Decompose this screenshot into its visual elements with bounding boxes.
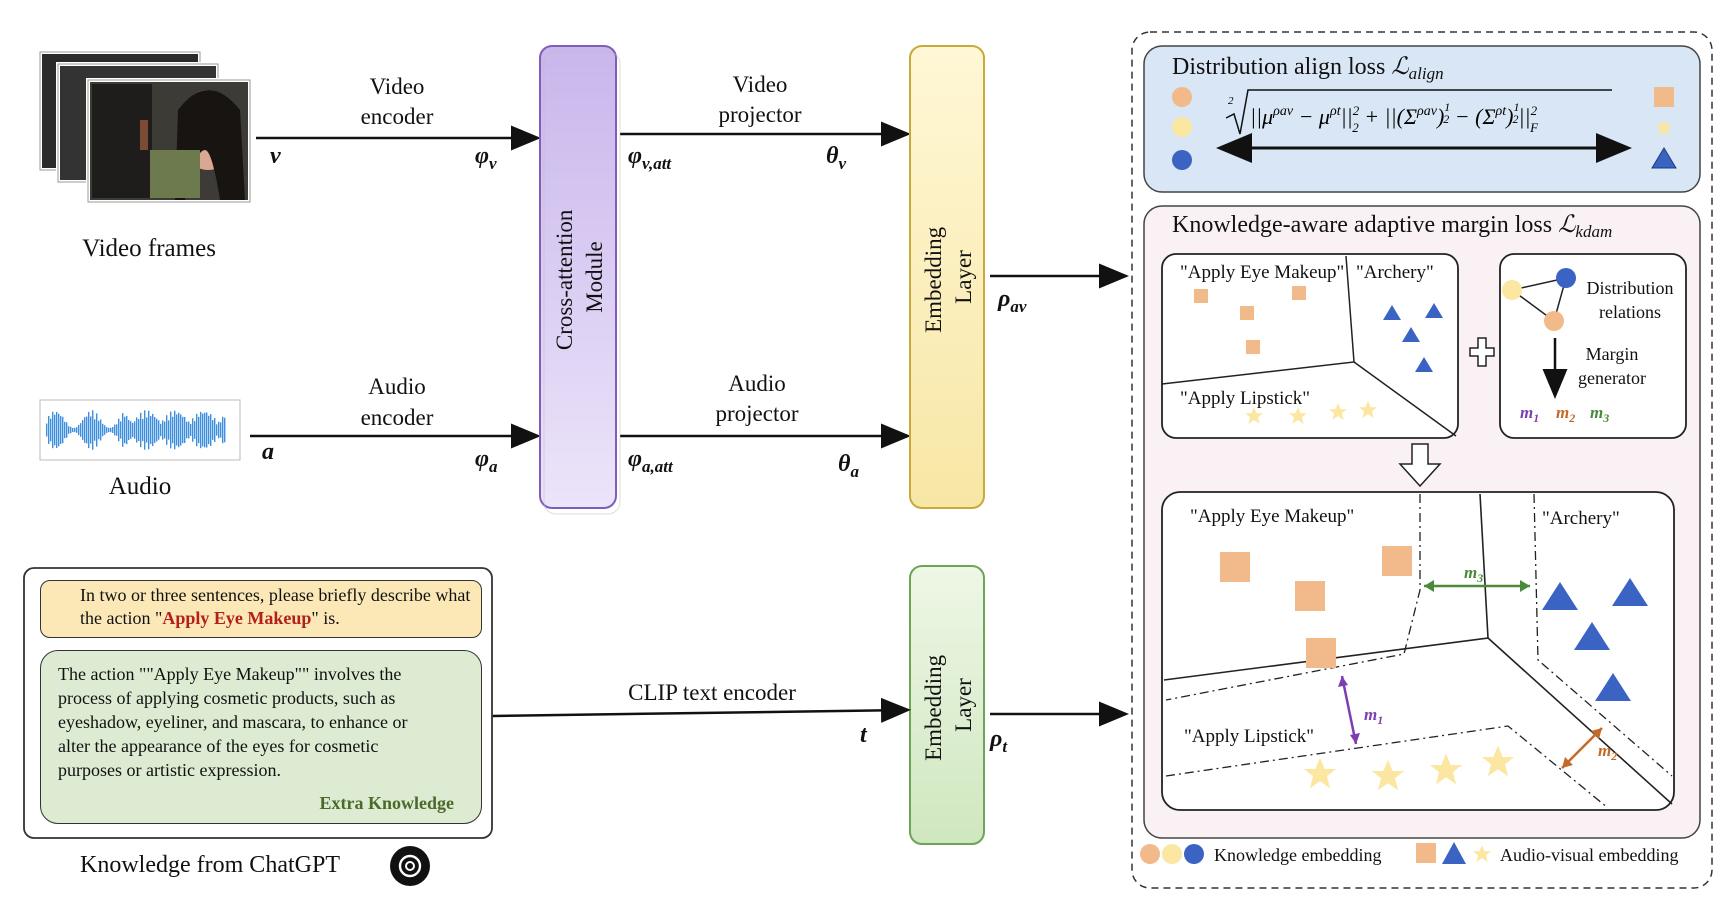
audio-att-symbol: φa,att [628, 446, 674, 476]
margin-m2-label: m2 [1598, 741, 1617, 763]
legend-square [1416, 843, 1436, 863]
before-triangles [1383, 303, 1443, 372]
legend-dot-blue [1184, 844, 1204, 864]
plus-icon [1469, 337, 1495, 367]
knowledge-dot-yellow [1172, 117, 1192, 137]
video-projector-label-2: projector [718, 102, 801, 127]
prompt-action: Apply Eye Makeup [162, 608, 312, 628]
av-triangle-marker [1651, 147, 1677, 169]
margin-m3-label: m3 [1464, 563, 1483, 585]
generator-label-1: Margin [1586, 344, 1639, 364]
video-att-symbol: φv,att [628, 143, 672, 173]
rel-dot-yellow [1502, 280, 1522, 300]
before-label-archery: "Archery" [1356, 262, 1434, 283]
legend-dot-yellow [1162, 844, 1182, 864]
text-input-symbol: t [860, 722, 868, 748]
after-triangles [1542, 578, 1648, 701]
relations-label-2: relations [1599, 302, 1661, 322]
prompt-text: In two or three sentences, please briefl… [80, 585, 471, 628]
margin-m1-arrow [1340, 675, 1358, 745]
prompt-bubble [40, 580, 482, 638]
audio-proj-symbol: θa [838, 451, 859, 481]
relations-label-1: Distribution [1586, 278, 1673, 298]
before-label-eye: "Apply Eye Makeup" [1180, 262, 1344, 283]
audio-projector-label-1: Audio [728, 371, 786, 396]
av-square-marker [1654, 87, 1674, 107]
kdam-loss-title: Knowledge-aware adaptive margin loss ℒkd… [1172, 212, 1612, 241]
video-encoder-label-1: Video [370, 74, 425, 99]
class-space-after [1161, 491, 1675, 811]
after-label-lipstick: "Apply Lipstick" [1184, 726, 1314, 747]
loss-panel-outer [1131, 31, 1713, 889]
legend-triangle [1442, 842, 1466, 864]
legend-star [1473, 845, 1491, 862]
video-proj-symbol: θv [826, 143, 846, 173]
margin-m1-label: m1 [1364, 705, 1383, 727]
knowledge-dot-orange [1172, 87, 1192, 107]
audio-encoder-label-2: encoder [361, 405, 434, 430]
after-label-archery: "Archery" [1542, 508, 1620, 529]
audio-caption: Audio [109, 473, 172, 500]
legend-knowledge-label: Knowledge embedding [1214, 845, 1381, 865]
knowledge-dot-blue [1172, 150, 1192, 170]
video-frames-stack [38, 50, 252, 204]
align-loss-title: Distribution align loss ℒalign [1172, 54, 1444, 83]
audio-input-symbol: a [262, 439, 274, 465]
video-input-symbol: v [270, 143, 281, 169]
rel-dot-orange [1544, 311, 1564, 331]
before-label-lipstick: "Apply Lipstick" [1180, 388, 1310, 409]
video-frames-caption: Video frames [82, 235, 216, 262]
rel-margin-m2: m2 [1556, 403, 1575, 425]
video-encoder-label-2: encoder [361, 104, 434, 129]
clip-text-encoder-label: CLIP text encoder [628, 680, 796, 705]
video-feature-symbol: φv [475, 143, 497, 173]
audio-feature-symbol: φa [475, 446, 498, 476]
embedding-layer-text-label: Embedding Layer [921, 649, 976, 761]
text-output-symbol: ρt [989, 726, 1008, 756]
generator-label-2: generator [1578, 368, 1646, 388]
legend-audio-visual-label: Audio-visual embedding [1500, 845, 1678, 865]
rel-margin-m3: m3 [1590, 403, 1609, 425]
legend-dot-orange [1140, 844, 1160, 864]
before-squares [1194, 286, 1306, 354]
answer-text: The action ""Apply Eye Makeup"" involves… [58, 664, 408, 780]
av-output-symbol: ρav [997, 286, 1027, 316]
after-squares [1220, 546, 1412, 668]
embedding-layer-av-label: Embedding Layer [921, 221, 976, 333]
video-projector-label-1: Video [733, 72, 788, 97]
audio-projector-label-2: projector [715, 401, 798, 426]
extra-knowledge-tag: Extra Knowledge [319, 793, 455, 813]
down-arrow-icon [1398, 443, 1442, 488]
class-space-before [1161, 253, 1459, 439]
audio-waveform [39, 399, 241, 461]
cross-attention-module [539, 45, 617, 509]
rel-dot-blue [1556, 268, 1576, 288]
chatgpt-caption-logo-icon [390, 846, 430, 886]
cross-attention-label: Cross-attention Module [552, 204, 607, 350]
after-label-eye: "Apply Eye Makeup" [1190, 506, 1354, 527]
clip-text-arrow [491, 697, 911, 723]
answer-bubble [40, 650, 482, 824]
embedding-layer-av [909, 45, 985, 509]
rel-margin-m1: m1 [1520, 403, 1539, 425]
audio-encoder-label-1: Audio [368, 374, 426, 399]
knowledge-caption: Knowledge from ChatGPT [80, 852, 340, 878]
legend: Knowledge embedding Audio-visual embeddi… [1140, 842, 1678, 865]
svg-text:2: 2 [1228, 95, 1234, 107]
